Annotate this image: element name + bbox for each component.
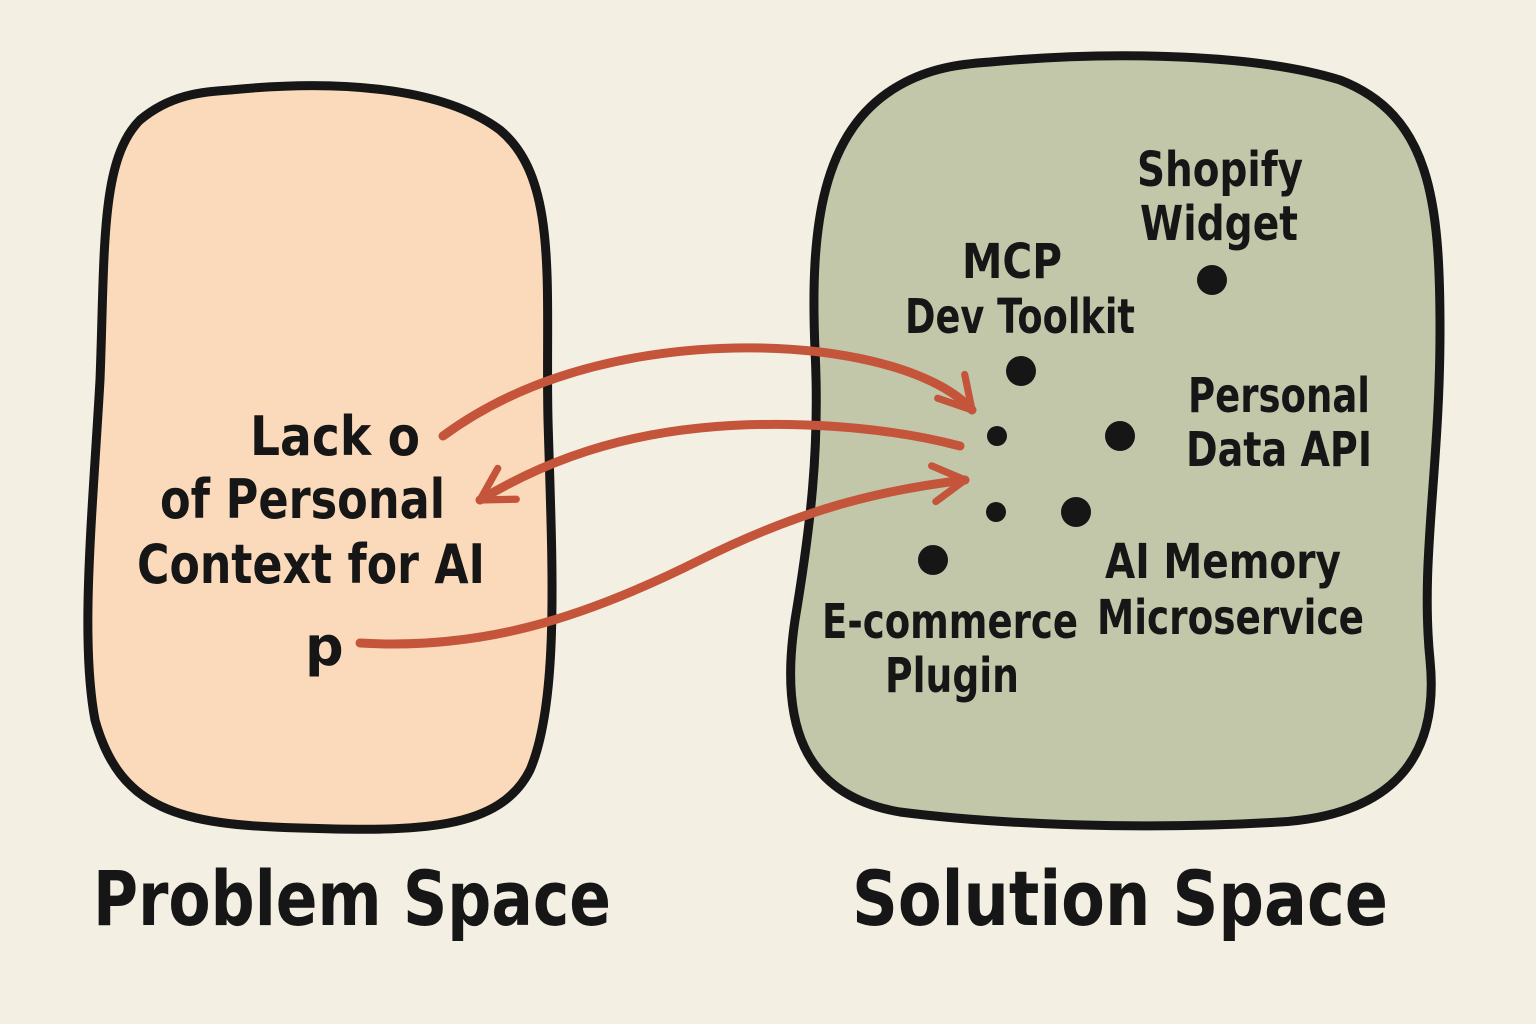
problem-line: Context for AI [137, 533, 485, 596]
solution-space-title: Solution Space [852, 854, 1388, 943]
problem-space-title: Problem Space [93, 854, 611, 943]
dot [1105, 421, 1135, 451]
label-personal-data-api: Personal [1188, 368, 1370, 424]
solution-labels: Shopify Widget MCP Dev Toolkit Personal … [822, 142, 1372, 704]
dot [987, 426, 1007, 446]
label-mcp-dev-toolkit: MCP [962, 234, 1062, 290]
dot [918, 545, 948, 575]
dot [1061, 497, 1091, 527]
label-personal-data-api: Data API [1186, 422, 1372, 478]
label-mcp-dev-toolkit: Dev Toolkit [905, 289, 1135, 345]
label-shopify-widget: Widget [1140, 196, 1298, 252]
label-ai-memory-microservice: AI Memory [1105, 534, 1341, 590]
arrow-problem-to-solution-bottom [355, 462, 970, 649]
solution-dots [918, 265, 1227, 575]
dot [1197, 265, 1227, 295]
label-ecommerce-plugin: E-commerce [822, 594, 1078, 650]
arrow-solution-to-problem [475, 419, 965, 505]
label-ai-memory-microservice: Microservice [1097, 590, 1364, 646]
problem-statement: Lack o of Personal Context for AI p [137, 405, 485, 678]
dot [986, 502, 1006, 522]
arrow-problem-to-solution-top [438, 343, 977, 441]
dot [1006, 356, 1036, 386]
problem-line: p [305, 615, 344, 678]
label-shopify-widget: Shopify [1137, 142, 1303, 198]
label-ecommerce-plugin: Plugin [885, 648, 1019, 704]
problem-line: Lack o [250, 405, 420, 468]
problem-line: of Personal [160, 468, 445, 531]
